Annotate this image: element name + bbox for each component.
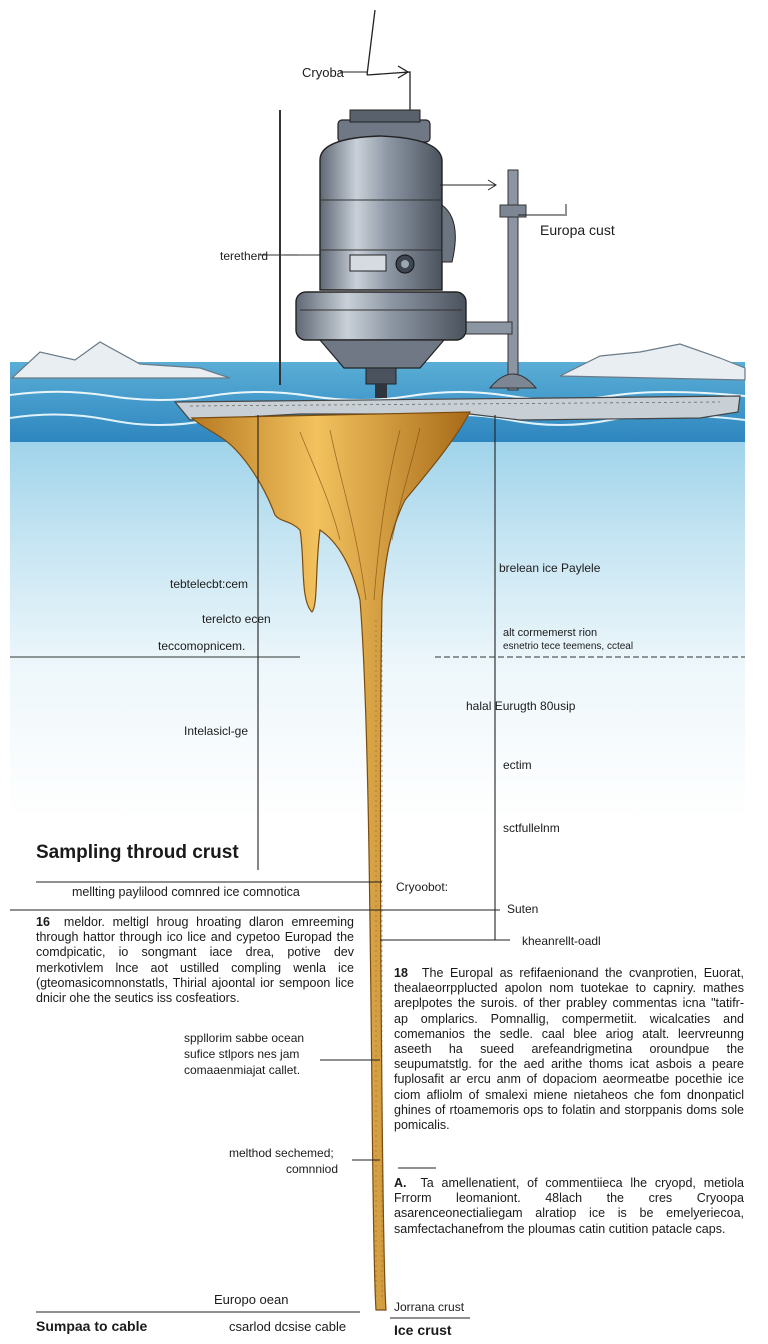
label-right-7: Suten (507, 902, 539, 916)
paragraph-left-text: meldor. meltigl hroug hroating dlaron em… (36, 915, 354, 1006)
label-sumpaa-cable: Sumpaa to cable (36, 1318, 148, 1334)
label-cryobot-top: Cryoba (302, 65, 344, 80)
label-jorrana-crust: Jorrana crust (394, 1300, 465, 1314)
label-left-2: terelcto ecen (202, 612, 271, 626)
mid-note-line-3: comaaenmiajat callet. (184, 1063, 301, 1077)
label-right-6: Cryoobot: (396, 880, 449, 894)
label-right-1: brelean ice Paylele (499, 561, 601, 575)
paragraph-right-1-number: 18 (394, 966, 408, 980)
cryobot-probe (295, 109, 467, 398)
label-right-3: halal Eurugth 80usip (466, 699, 576, 713)
paragraph-right-2: A.Ta amellenatient, of commentiieca lhe … (394, 1176, 744, 1237)
paragraph-right-2-number: A. (394, 1176, 407, 1190)
label-right-4: ectim (503, 758, 532, 772)
method-note-line-2: comnniod (286, 1162, 339, 1176)
support-mast (507, 169, 519, 391)
label-left-1: tebtelecbt:cem (170, 577, 249, 591)
section-heading: Sampling throud crust (36, 842, 239, 863)
label-tether: teretherd (220, 249, 269, 263)
method-note-line-1: melthod sechemed; (229, 1146, 334, 1160)
paragraph-right-1-text: The Europal as refifaenionand the cvanpr… (394, 966, 744, 1133)
mid-note-line-2: sufice stlpors nes jam (184, 1047, 300, 1061)
label-ice-crust: Ice crust (394, 1322, 452, 1338)
section-subheading: mellting paylilood comnred ice comnotica (72, 885, 300, 899)
label-csarlod-cable: csarlod dcsise cable (229, 1319, 347, 1334)
label-left-3: teccomopnicem. (158, 639, 246, 653)
mid-note-line-1: sppllorim sabbe ocean (184, 1031, 305, 1045)
ice-mountain-left (10, 341, 231, 379)
label-right-2b: esnetrio tece teemens, ccteal (503, 641, 634, 652)
paragraph-left-number: 16 (36, 915, 50, 929)
label-europa-ocean: Europo oean (214, 1292, 289, 1307)
label-right-5: sctfullelnm (503, 821, 560, 835)
ice-mountain-right (559, 343, 746, 381)
label-europa-crust: Europa cust (540, 222, 615, 238)
label-right-2a: alt cormemerst rion (503, 627, 598, 639)
meltwater-plume (190, 411, 472, 1311)
label-right-8: kheanrellt-oadl (522, 934, 601, 948)
label-left-4: Intelasicl-ge (184, 724, 249, 738)
paragraph-right-2-text: Ta amellenatient, of commentiieca lhe cr… (394, 1176, 744, 1236)
